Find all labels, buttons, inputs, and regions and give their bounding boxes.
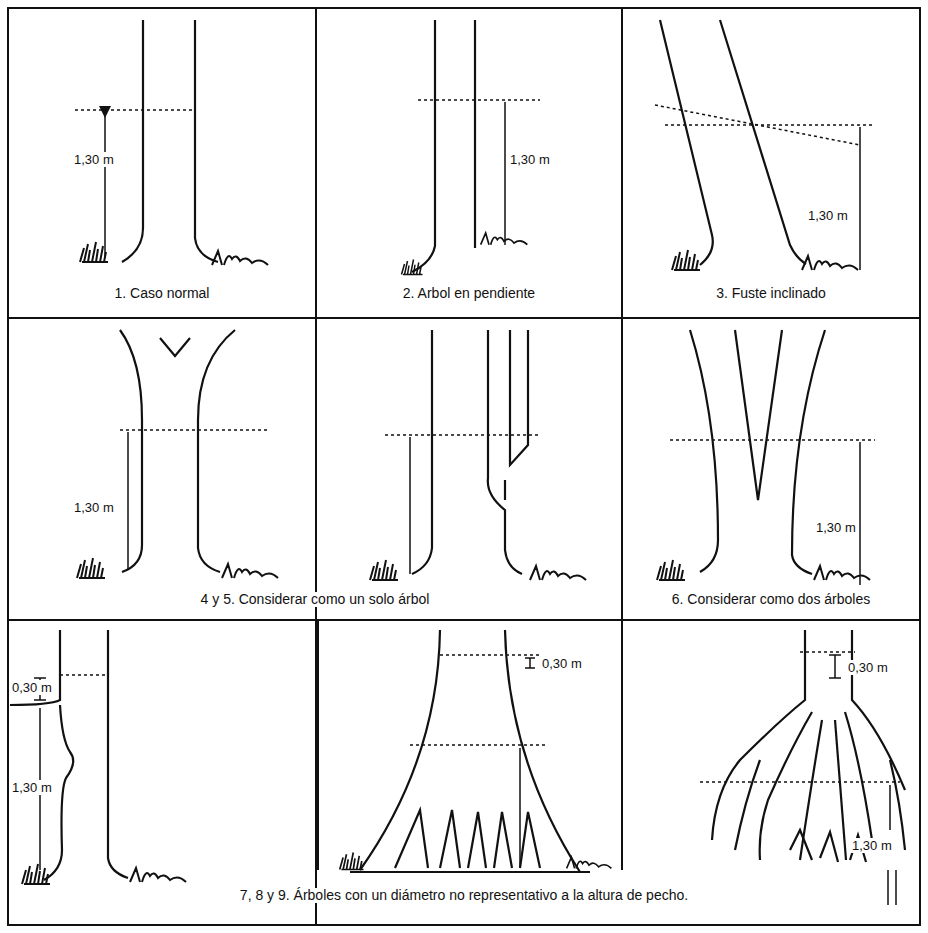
panel-caption: 6. Considerar como dos árboles [670,592,872,607]
panel-caption: 7, 8 y 9. Árboles con un diámetro no rep… [238,888,690,903]
dimension-label: 1,30 m [72,152,116,167]
dimension-label: 1,30 m [10,780,54,795]
panel-caption: 1. Caso normal [113,286,212,301]
dimension-label: 1,30 m [806,208,850,223]
dimension-label: 1,30 m [814,520,858,535]
dimension-label: 0,30 m [10,680,54,695]
dimension-label: 1,30 m [508,152,552,167]
panel-caption: 3. Fuste inclinado [714,286,828,301]
panel-caption: 2. Arbol en pendiente [401,286,537,301]
panel-caption: 4 y 5. Considerar como un solo árbol [199,592,432,607]
dimension-label: 1,30 m [850,838,894,853]
dimension-label: 0,30 m [846,660,890,675]
dimension-label: 0,30 m [540,656,584,671]
dimension-label: 1,30 m [72,500,116,515]
